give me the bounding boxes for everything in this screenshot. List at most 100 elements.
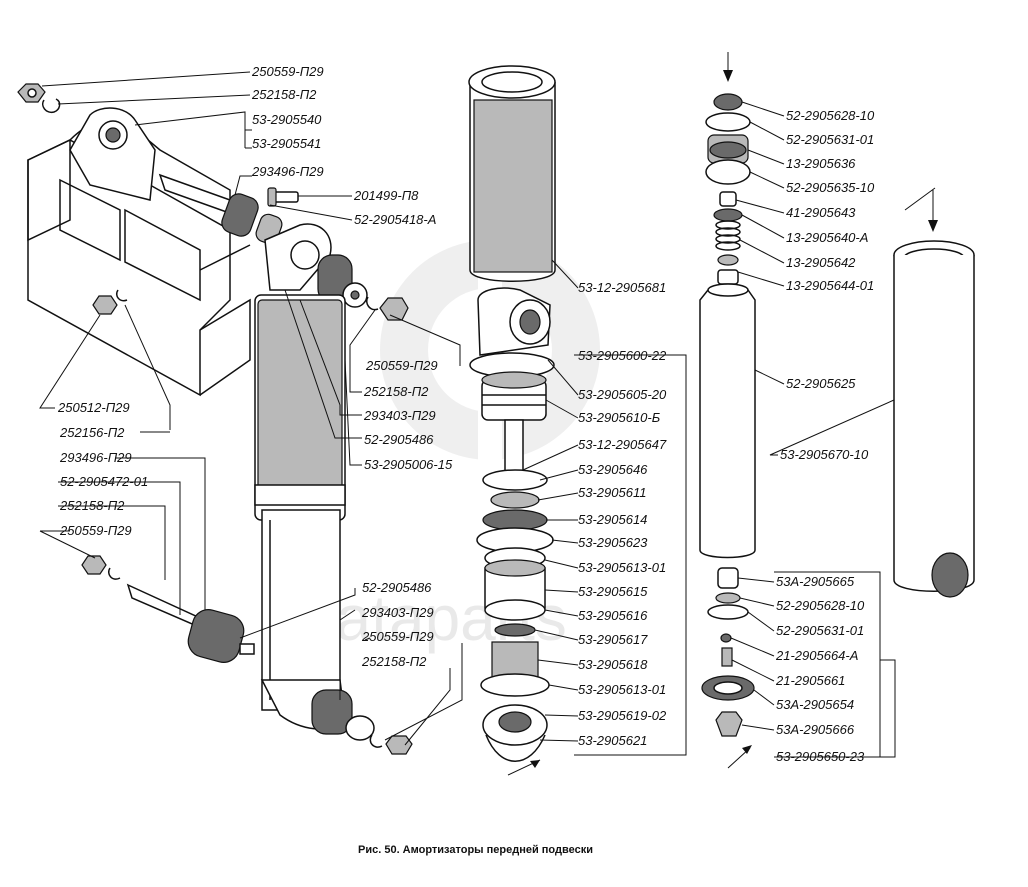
top-spring-seat — [713, 208, 743, 222]
top-seat — [705, 159, 751, 185]
label: 250512-П29 — [57, 400, 130, 415]
label: 53-2905619-02 — [578, 708, 667, 723]
label: 52-2905628-10 — [786, 108, 875, 123]
upper-right-washer — [366, 296, 379, 311]
label: 53А-2905665 — [776, 574, 855, 589]
label: 53-2905605-20 — [578, 387, 667, 402]
left-leaders — [39, 71, 463, 746]
shock-top-eye — [264, 223, 368, 308]
label: 293496-П29 — [251, 164, 324, 179]
label: 250559-П29 — [365, 358, 438, 373]
right-bottom-arrow — [727, 745, 752, 769]
right-leaders — [730, 101, 896, 758]
top-washer — [42, 98, 61, 114]
label: 52-2905625 — [786, 376, 856, 391]
right-stack — [699, 52, 975, 769]
label: 252156-П2 — [59, 425, 125, 440]
label: 53-2905650-23 — [776, 749, 865, 764]
label: 53-2905618 — [578, 657, 648, 672]
label: 53-2905006-15 — [364, 457, 453, 472]
label: 53-2905670-10 — [780, 447, 869, 462]
top-bush — [719, 191, 737, 207]
label: 53-2905613-01 — [578, 682, 666, 697]
lower-right-nut — [385, 735, 413, 755]
label: 53-2905613-01 — [578, 560, 666, 575]
label: 21-2905661 — [775, 673, 845, 688]
label: 250559-П29 — [59, 523, 132, 538]
upper-eye-bracket — [69, 107, 156, 201]
label: 53-2905611 — [578, 485, 646, 500]
left-shock-assembly — [17, 83, 413, 755]
piston-rod — [504, 419, 524, 476]
label: 52-2905486 — [362, 580, 432, 595]
label: 13-2905644-01 — [786, 278, 874, 293]
label: 13-2905642 — [786, 255, 856, 270]
label: 21-2905664-А — [775, 648, 858, 663]
label: 252158-П2 — [59, 498, 125, 513]
label: 52-2905628-10 — [776, 598, 865, 613]
label: 53-2905616 — [578, 608, 648, 623]
label: 52-2905635-10 — [786, 180, 875, 195]
protective-cover — [468, 65, 556, 282]
rod-guide — [481, 371, 547, 421]
working-cylinder — [699, 283, 756, 559]
label: 13-2905636 — [786, 156, 856, 171]
label: 52-2905631-01 — [776, 623, 864, 638]
label: 201499-П8 — [353, 188, 419, 203]
label: 252158-П2 — [251, 87, 317, 102]
label: 53-2905540 — [252, 112, 322, 127]
label: 52-2905418-А — [354, 212, 436, 227]
labels: 250559-П29 252158-П2 53-2905540 53-29055… — [57, 64, 875, 764]
label: 52-2905631-01 — [786, 132, 874, 147]
label: 13-2905640-А — [786, 230, 868, 245]
top-valve-body — [717, 269, 739, 285]
label: 293403-П29 — [363, 408, 436, 423]
label: 53-2905623 — [578, 535, 648, 550]
label: 52-2905486 — [364, 432, 434, 447]
label: 293403-П29 — [361, 605, 434, 620]
label: 53-2905600-22 — [578, 348, 667, 363]
frame-washer — [115, 289, 128, 302]
label: 53-12-2905647 — [578, 437, 667, 452]
label: 53-2905646 — [578, 462, 648, 477]
rod-top-eye — [469, 287, 555, 378]
right-top-arrow — [723, 52, 733, 82]
label: 53-2905621 — [578, 733, 647, 748]
label: 41-2905643 — [786, 205, 856, 220]
center-arrow — [507, 759, 541, 776]
label: 53А-2905654 — [776, 697, 854, 712]
label: 53А-2905666 — [776, 722, 855, 737]
top-washer-cap — [713, 93, 743, 111]
reservoir-arrow — [904, 187, 938, 232]
bolt — [267, 187, 299, 207]
top-bearing — [707, 134, 749, 164]
upper-right-nut — [379, 297, 409, 321]
top-nut — [17, 83, 46, 103]
label: 250559-П29 — [251, 64, 324, 79]
label: 250559-П29 — [361, 629, 434, 644]
label: 252158-П2 — [363, 384, 429, 399]
shock-cover — [254, 294, 346, 521]
label: 293496-П29 — [59, 450, 132, 465]
label: 53-12-2905681 — [578, 280, 666, 295]
label: 53-2905615 — [578, 584, 648, 599]
frame-nut — [92, 295, 118, 315]
lower-stud — [81, 555, 255, 663]
top-ring — [717, 254, 739, 266]
shock-lower-eye — [260, 679, 375, 741]
label: 53-2905617 — [578, 632, 648, 647]
top-spring — [715, 220, 741, 251]
center-leaders — [522, 259, 687, 756]
lower-valve-parts — [701, 567, 755, 737]
label: 53-2905610-Б — [578, 410, 661, 425]
label: 53-2905614 — [578, 512, 647, 527]
label: 53-2905541 — [252, 136, 321, 151]
reservoir-tube — [893, 240, 975, 598]
shock-tube — [261, 509, 341, 711]
label: 52-2905472-01 — [60, 474, 148, 489]
top-plate — [705, 112, 751, 132]
lower-right-washer — [369, 734, 383, 748]
label: 252158-П2 — [361, 654, 427, 669]
figure-caption: Рис. 50. Амортизаторы передней подвески — [358, 844, 593, 856]
